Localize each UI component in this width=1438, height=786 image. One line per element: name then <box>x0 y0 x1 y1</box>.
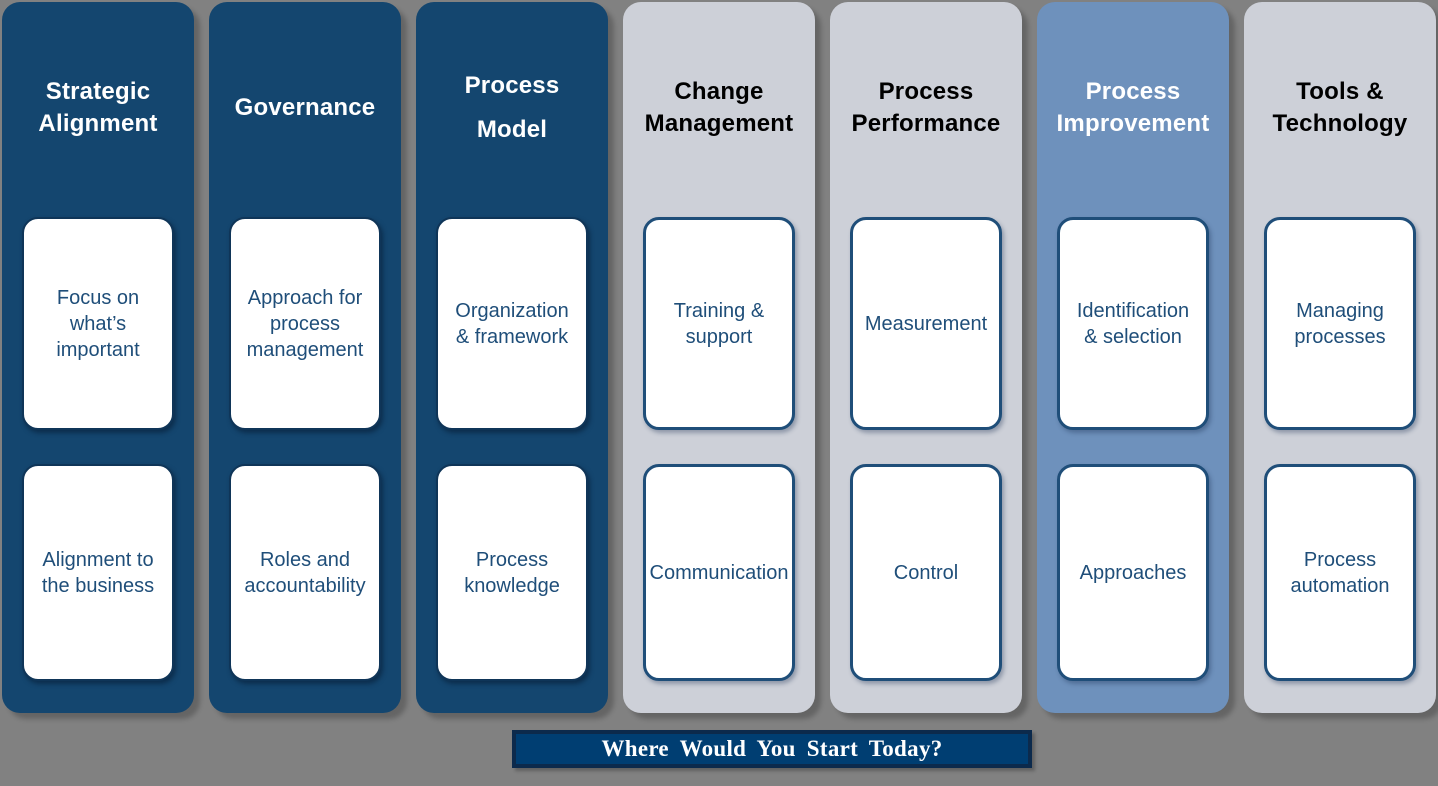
pillar-tools-technology: Tools & Technology Managing processes Pr… <box>1244 2 1436 713</box>
pillar-card: Identification & selection <box>1057 217 1209 430</box>
pillar-card: Focus on what’s important <box>22 217 174 430</box>
pillar-header: Strategic Alignment <box>38 78 158 137</box>
pillar-card: Communication <box>643 464 795 681</box>
pillar-change-management: Change Management Training & support Com… <box>623 2 815 713</box>
pillar-card: Control <box>850 464 1002 681</box>
pillar-card: Managing processes <box>1264 217 1416 430</box>
pillars-row: Strategic Alignment Focus on what’s impo… <box>2 2 1436 713</box>
pillar-card: Roles and accountability <box>229 464 381 681</box>
pillar-card: Training & support <box>643 217 795 430</box>
pillar-process-performance: Process Performance Measurement Control <box>830 2 1022 713</box>
pillar-card: Process knowledge <box>436 464 588 681</box>
banner-label: Where Would You Start Today? <box>601 736 943 761</box>
pillar-card: Approaches <box>1057 464 1209 681</box>
pillar-header: Tools & Technology <box>1272 78 1408 137</box>
pillar-process-improvement: Process Improvement Identification & sel… <box>1037 2 1229 713</box>
pillar-header: Governance <box>234 94 376 122</box>
pillar-header: Process Model <box>464 71 560 143</box>
pillar-header: Process Improvement <box>1056 78 1210 137</box>
pillar-strategic-alignment: Strategic Alignment Focus on what’s impo… <box>2 2 194 713</box>
pillar-card: Measurement <box>850 217 1002 430</box>
start-today-banner: Where Would You Start Today? <box>512 730 1032 768</box>
pillar-card: Organization & framework <box>436 217 588 430</box>
pillar-header: Process Performance <box>851 78 1001 137</box>
pillar-card: Process automation <box>1264 464 1416 681</box>
pillar-process-model: Process Model Organization & framework P… <box>416 2 608 713</box>
pillar-card: Approach for process management <box>229 217 381 430</box>
pillar-header: Change Management <box>644 78 794 137</box>
pillar-governance: Governance Approach for process manageme… <box>209 2 401 713</box>
pillar-card: Alignment to the business <box>22 464 174 681</box>
